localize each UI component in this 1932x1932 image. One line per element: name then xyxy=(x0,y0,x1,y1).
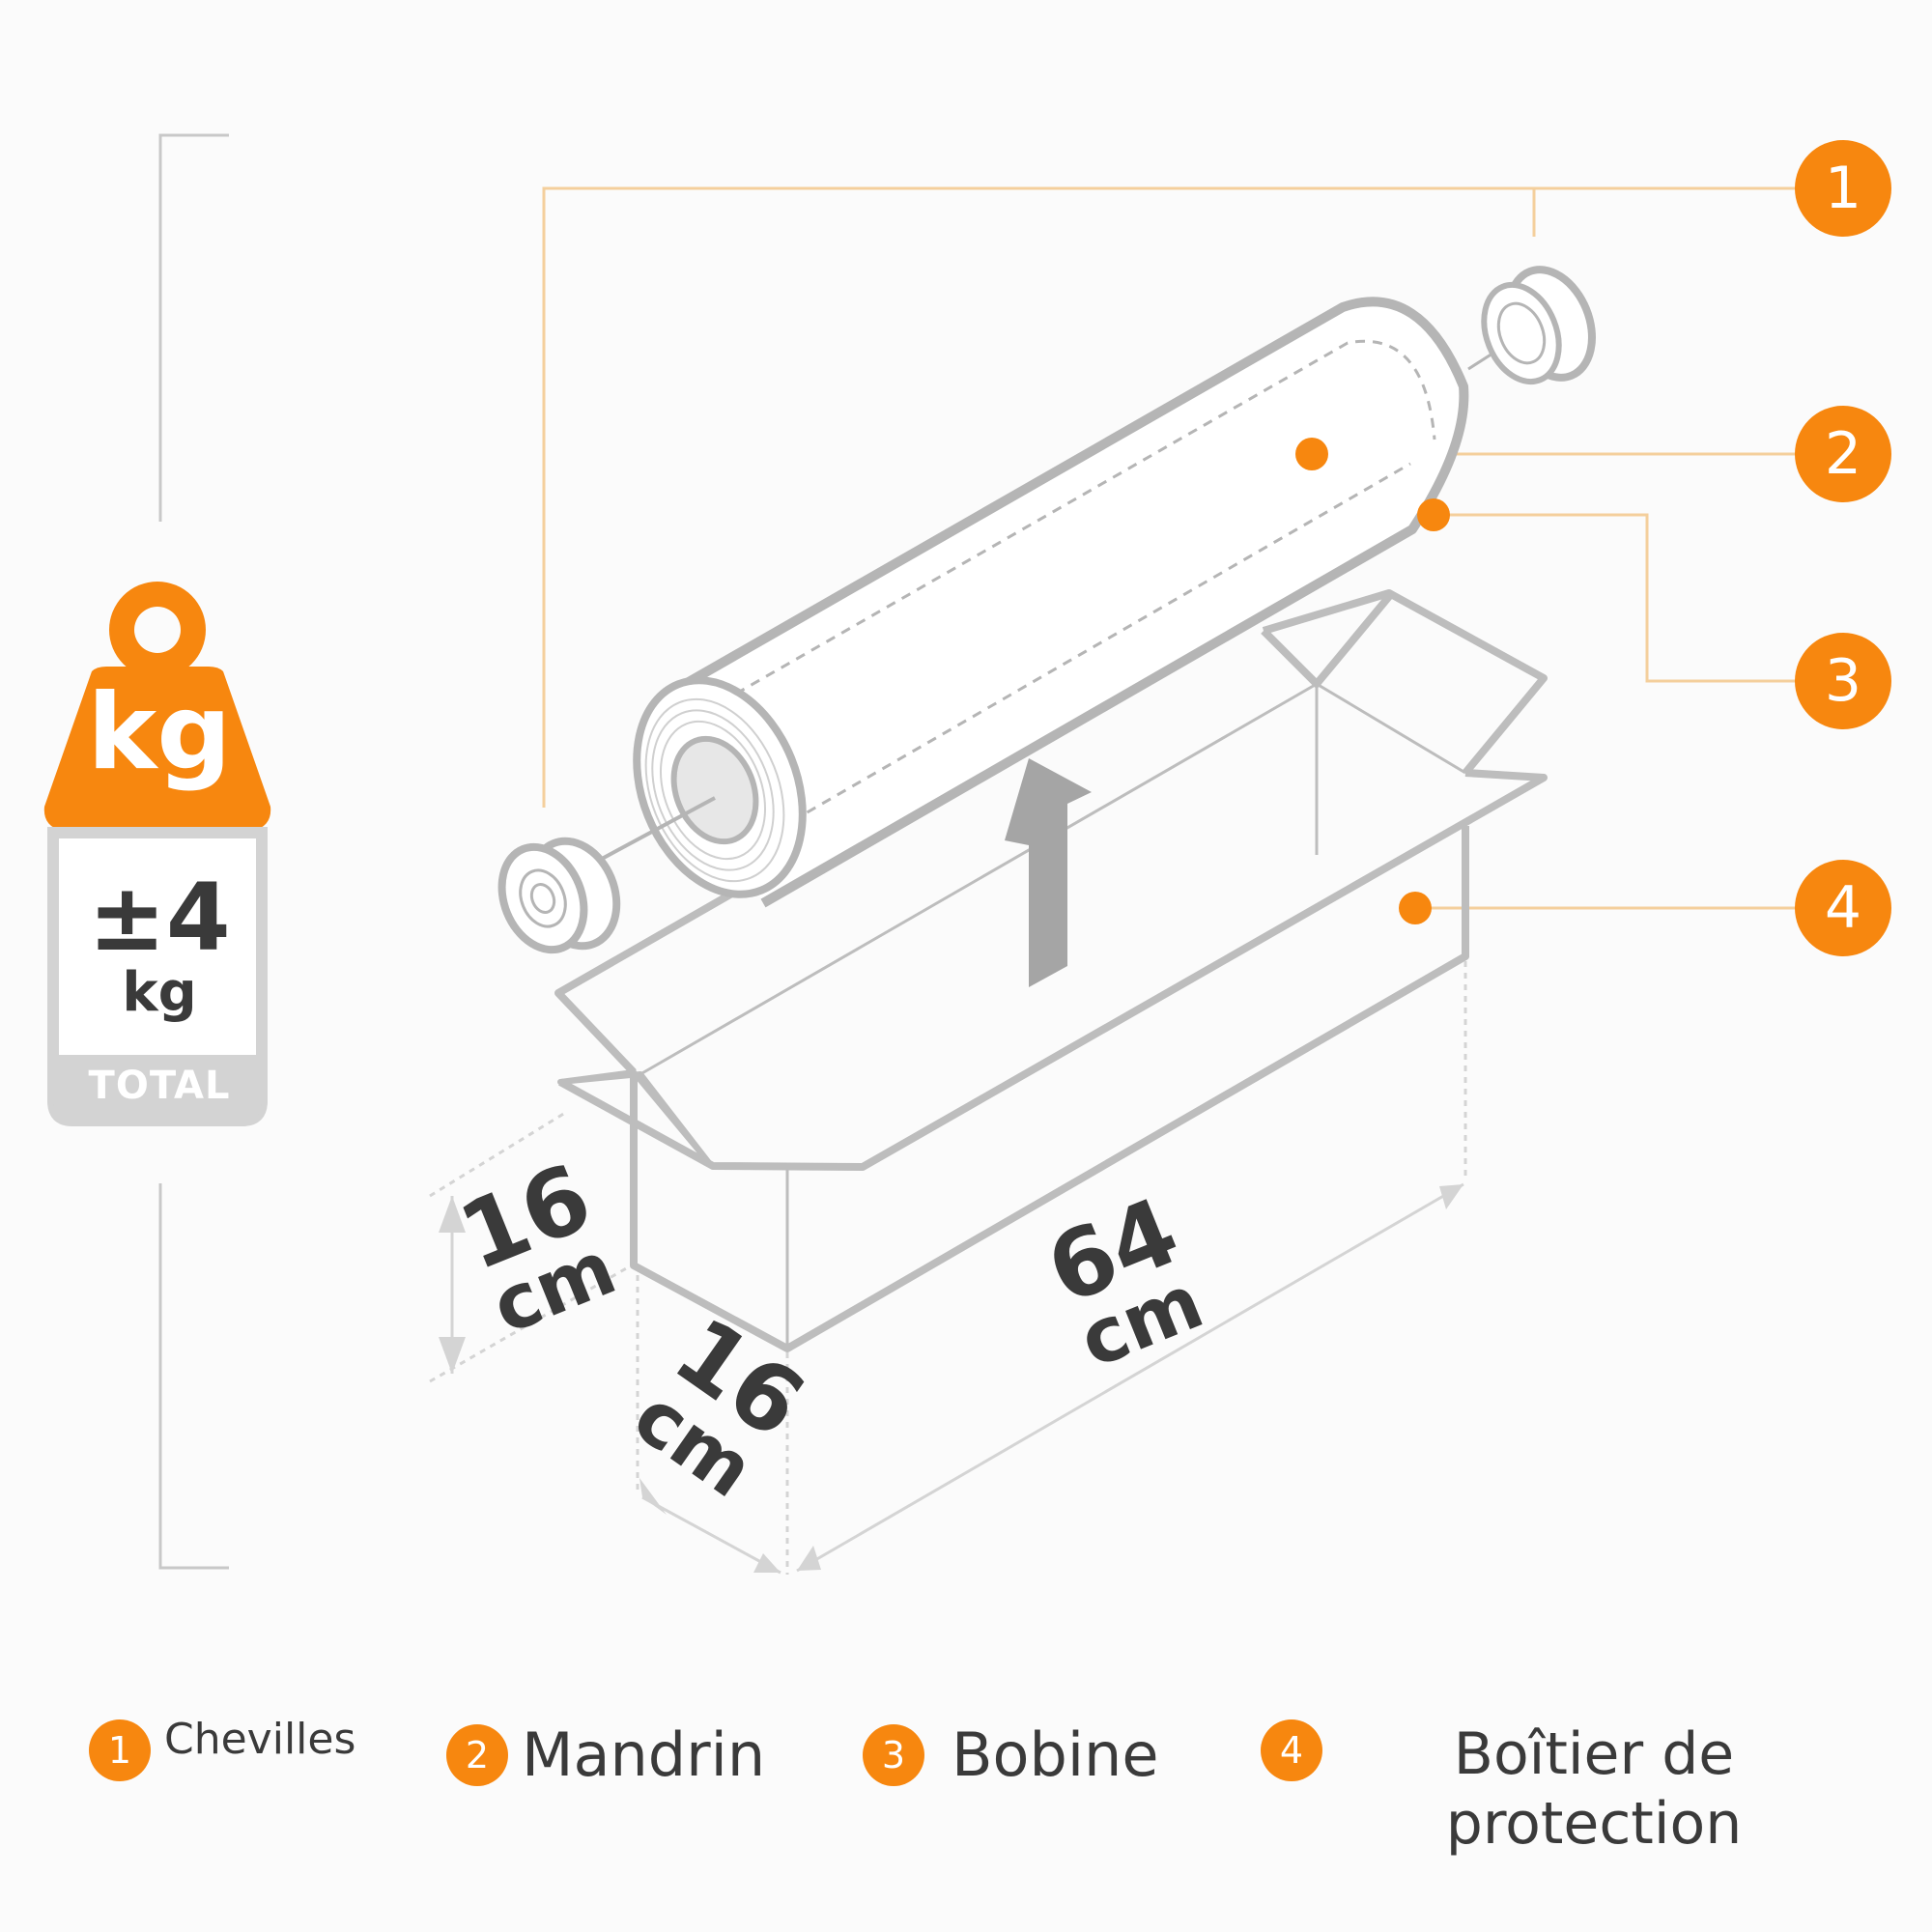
peg-left xyxy=(497,837,621,954)
insert-arrow-icon xyxy=(1005,758,1092,987)
legend-item-boitier: 4 xyxy=(1261,1719,1322,1781)
legend-num-1: 1 xyxy=(89,1719,151,1781)
weight-total-label: TOTAL xyxy=(88,1064,231,1108)
weight-unit: kg xyxy=(122,961,197,1024)
peg-right xyxy=(1481,266,1596,385)
callout-2: 2 xyxy=(1795,406,1891,502)
weight-badge-unit: kg xyxy=(87,672,232,793)
legend-num-3: 3 xyxy=(863,1723,924,1786)
legend-label-mandrin: Mandrin xyxy=(522,1719,766,1790)
legend-label-boitier: Boîtier de protection xyxy=(1445,1720,1743,1858)
callout-4: 4 xyxy=(1795,860,1891,956)
callout-dots xyxy=(1295,438,1450,924)
weight-value: ±4 xyxy=(88,864,231,972)
legend-item-mandrin: 2 Mandrin xyxy=(446,1719,765,1790)
legend-item-bobine: 3 Bobine xyxy=(863,1719,1159,1790)
weight-panel: ±4 kg TOTAL xyxy=(50,831,269,1121)
callout-1: 1 xyxy=(1795,140,1891,237)
weight-bracket xyxy=(158,133,229,1570)
roll xyxy=(588,297,1518,908)
dim-width: 16 cm xyxy=(618,1296,823,1515)
legend-num-2: 2 xyxy=(446,1723,508,1786)
legend-num-4: 4 xyxy=(1261,1719,1322,1781)
dimension-guides xyxy=(429,961,1467,1575)
dim-height: 16 cm xyxy=(445,1143,627,1351)
legend-label-bobine: Bobine xyxy=(952,1719,1159,1790)
dim-length: 64 cm xyxy=(1033,1177,1214,1385)
weight-icon xyxy=(43,582,271,1126)
legend-label-chevilles: Chevilles xyxy=(164,1714,356,1764)
callout-3: 3 xyxy=(1795,633,1891,729)
legend-item-chevilles: 1 Chevilles xyxy=(89,1715,355,1781)
